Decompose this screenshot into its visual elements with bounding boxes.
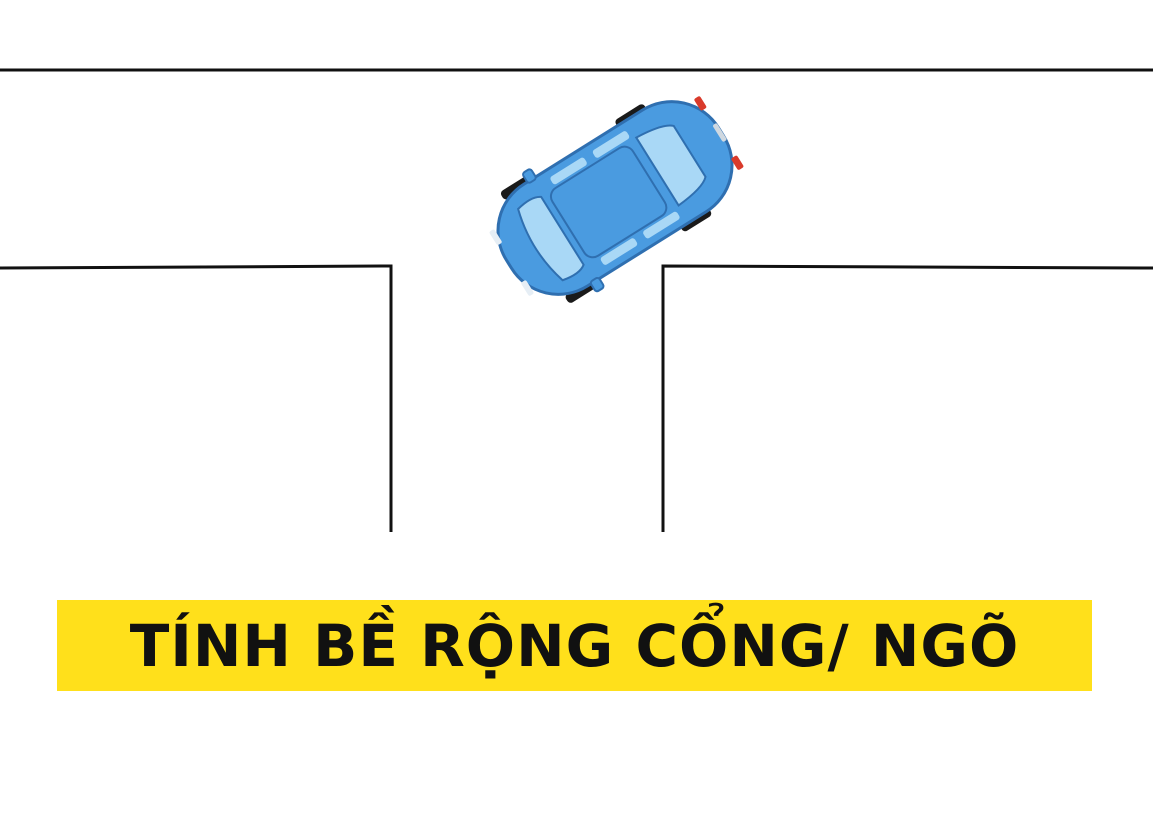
title-text: TÍNH BỀ RỘNG CỔNG/ NGÕ — [129, 611, 1020, 680]
title-banner: TÍNH BỀ RỘNG CỔNG/ NGÕ — [57, 600, 1092, 691]
right-gate-edge — [661, 264, 1153, 532]
car-icon — [489, 96, 744, 303]
left-gate-edge — [0, 264, 393, 532]
